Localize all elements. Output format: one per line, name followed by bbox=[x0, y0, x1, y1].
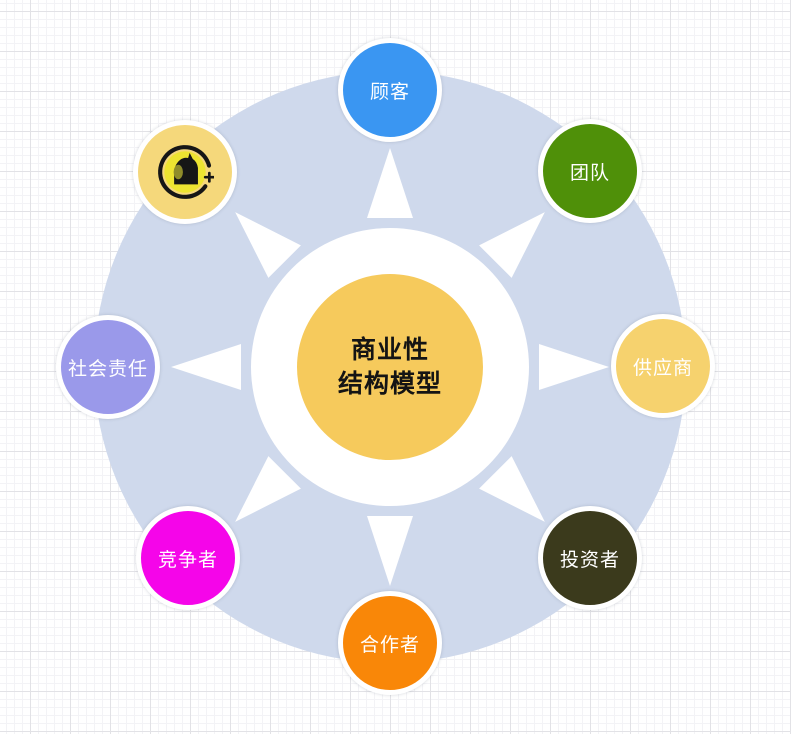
node-social-responsibility-label: 社会责任 bbox=[67, 357, 148, 380]
node-supplier-label: 供应商 bbox=[632, 356, 693, 379]
node-supplier[interactable]: 供应商 bbox=[611, 314, 715, 418]
hub-title-line1: 商业性 bbox=[350, 335, 430, 364]
node-investor[interactable]: 投资者 bbox=[538, 506, 642, 610]
node-team[interactable]: 团队 bbox=[538, 119, 642, 223]
arrow-to-social-responsibility bbox=[171, 344, 241, 390]
node-avatar[interactable] bbox=[133, 120, 237, 224]
wheel-arrows bbox=[171, 148, 609, 586]
node-customer-label: 顾客 bbox=[369, 80, 410, 103]
arrow-to-customer bbox=[367, 148, 413, 218]
node-competitor[interactable]: 竞争者 bbox=[136, 506, 240, 610]
node-customer[interactable]: 顾客 bbox=[338, 38, 442, 142]
node-partner-label: 合作者 bbox=[359, 633, 420, 656]
node-competitor-label: 竞争者 bbox=[157, 548, 218, 571]
arrow-to-avatar bbox=[235, 212, 301, 278]
arrow-to-supplier bbox=[539, 344, 609, 390]
node-investor-label: 投资者 bbox=[559, 548, 620, 571]
hub-title: 商业性 结构模型 bbox=[338, 333, 442, 401]
hub-title-line2: 结构模型 bbox=[337, 369, 443, 398]
arrow-to-competitor bbox=[235, 456, 301, 522]
knight-face bbox=[173, 164, 183, 180]
arrow-to-investor bbox=[479, 456, 545, 522]
knight-avatar-icon bbox=[158, 145, 214, 199]
plus-icon bbox=[203, 171, 214, 183]
node-social-responsibility[interactable]: 社会责任 bbox=[56, 315, 160, 419]
avatar-ring bbox=[158, 145, 212, 199]
arrow-to-partner bbox=[367, 516, 413, 586]
node-team-label: 团队 bbox=[569, 161, 610, 184]
node-partner[interactable]: 合作者 bbox=[338, 591, 442, 695]
arrow-to-team bbox=[479, 212, 545, 278]
hub-center-circle[interactable] bbox=[297, 274, 483, 460]
